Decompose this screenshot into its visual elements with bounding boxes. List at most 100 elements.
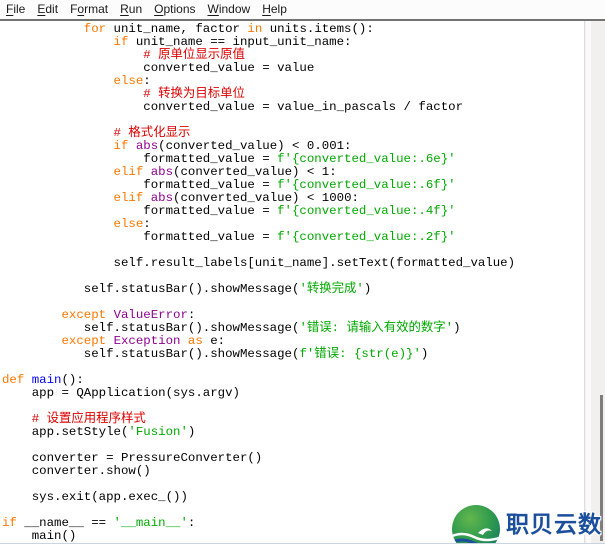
code-line: # 原单位显示原值	[2, 49, 584, 62]
code-token: sys.exit(app.exec_())	[2, 490, 188, 504]
code-token: # 格式化显示	[113, 126, 191, 140]
code-token: converter.show()	[2, 464, 151, 478]
code-token: self.statusBar().showMessage(	[2, 347, 300, 361]
code-line: self.statusBar().showMessage('转换完成')	[2, 283, 584, 296]
code-token	[106, 334, 113, 348]
code-token	[2, 165, 114, 179]
code-token: )	[420, 347, 429, 361]
code-line: self.statusBar().showMessage('错误: 请输入有效的…	[2, 322, 584, 335]
code-token: if	[2, 516, 17, 530]
code-token: f'{converted_value:.2f}'	[277, 230, 456, 244]
code-token	[2, 35, 114, 49]
menubar: File Edit Format Run Options Window Help	[0, 0, 605, 21]
code-token: :	[187, 308, 196, 322]
code-token: formatted_value =	[2, 230, 278, 244]
code-token	[2, 412, 32, 426]
code-token: def	[2, 373, 25, 387]
code-line: self.statusBar().showMessage(f'错误: {str(…	[2, 348, 584, 361]
code-token: '__main__'	[113, 516, 188, 530]
code-line: # 转换为目标单位	[2, 88, 584, 101]
code-line: # 格式化显示	[2, 127, 584, 140]
code-token: elif	[113, 191, 144, 205]
code-token: ValueError	[113, 308, 188, 322]
code-token: # 设置应用程序样式	[31, 412, 146, 426]
code-token: main()	[2, 529, 77, 543]
code-token: (converted_value) < 1:	[173, 165, 337, 179]
code-token: f'{converted_value:.6e}'	[277, 152, 456, 166]
code-line: converted_value = value_in_pascals / fac…	[2, 101, 584, 114]
code-token	[2, 48, 143, 62]
code-line: else:	[2, 75, 584, 88]
code-line: converter.show()	[2, 465, 584, 478]
code-token	[143, 165, 150, 179]
code-token: '错误: 请输入有效的数字'	[299, 321, 454, 335]
code-line: # 设置应用程序样式	[2, 413, 584, 426]
code-line: except Exception as e:	[2, 335, 584, 348]
code-line: formatted_value = f'{converted_value:.2f…	[2, 231, 584, 244]
code-token: 'Fusion'	[128, 425, 188, 439]
code-line: self.result_labels[unit_name].setText(fo…	[2, 257, 584, 270]
code-token: except	[61, 334, 107, 348]
code-token: abs	[150, 191, 174, 205]
code-token: '转换完成'	[299, 282, 364, 296]
code-line: elif abs(converted_value) < 1000:	[2, 192, 584, 205]
code-editor[interactable]: for unit_name, factor in units.items(): …	[0, 21, 584, 543]
code-token: self.result_labels[unit_name].setText(fo…	[2, 256, 516, 270]
code-token: f'{converted_value:.4f}'	[277, 204, 456, 218]
code-token: converted_value = value	[2, 61, 315, 75]
code-token: except	[61, 308, 107, 322]
code-token	[2, 139, 114, 153]
menu-format[interactable]: Format	[70, 2, 109, 16]
code-token: abs	[135, 139, 159, 153]
code-token: if	[113, 139, 129, 153]
code-line: else:	[2, 218, 584, 231]
menu-help[interactable]: Help	[262, 2, 287, 16]
code-token: :	[187, 516, 196, 530]
code-token: units.items():	[262, 22, 374, 36]
code-line: def main():	[2, 374, 584, 387]
code-token: else	[113, 74, 144, 88]
menu-options[interactable]: Options	[154, 2, 196, 16]
code-token	[2, 308, 62, 322]
code-token: f'错误: {str(e)}'	[299, 347, 421, 361]
code-token	[2, 334, 62, 348]
code-line: sys.exit(app.exec_())	[2, 491, 584, 504]
code-token: formatted_value =	[2, 204, 278, 218]
code-token: else	[113, 217, 144, 231]
menu-window[interactable]: Window	[207, 2, 251, 16]
code-line: if __name__ == '__main__':	[2, 517, 584, 530]
code-token: # 转换为目标单位	[143, 87, 245, 101]
code-token	[2, 191, 114, 205]
menu-file[interactable]: File	[6, 2, 26, 16]
editor-body: for unit_name, factor in units.items(): …	[0, 21, 605, 543]
code-line: app = QApplication(sys.argv)	[2, 387, 584, 400]
code-token: elif	[113, 165, 144, 179]
code-line	[2, 361, 584, 374]
code-token: app.setStyle(	[2, 425, 129, 439]
code-token	[24, 373, 31, 387]
code-token: __name__ ==	[16, 516, 114, 530]
code-token: self.statusBar().showMessage(	[2, 282, 300, 296]
menu-run[interactable]: Run	[120, 2, 143, 16]
code-token: # 原单位显示原值	[143, 48, 245, 62]
scrollbar-gap	[586, 21, 591, 543]
code-token: unit_name == input_unit_name:	[128, 35, 352, 49]
scrollbar-thumb[interactable]	[600, 395, 603, 541]
code-line: if unit_name == input_unit_name:	[2, 36, 584, 49]
code-line: formatted_value = f'{converted_value:.4f…	[2, 205, 584, 218]
code-token	[180, 334, 187, 348]
code-token: e:	[202, 334, 226, 348]
code-line: except ValueError:	[2, 309, 584, 322]
vertical-scrollbar[interactable]	[584, 21, 605, 543]
code-token	[2, 126, 114, 140]
menu-edit[interactable]: Edit	[37, 2, 59, 16]
code-line: if abs(converted_value) < 0.001:	[2, 140, 584, 153]
code-token: converter = PressureConverter()	[2, 451, 263, 465]
code-token	[2, 74, 114, 88]
code-token: formatted_value =	[2, 178, 278, 192]
code-line: formatted_value = f'{converted_value:.6e…	[2, 153, 584, 166]
code-token: :	[143, 74, 151, 88]
code-token	[2, 217, 114, 231]
code-token: if	[113, 35, 129, 49]
